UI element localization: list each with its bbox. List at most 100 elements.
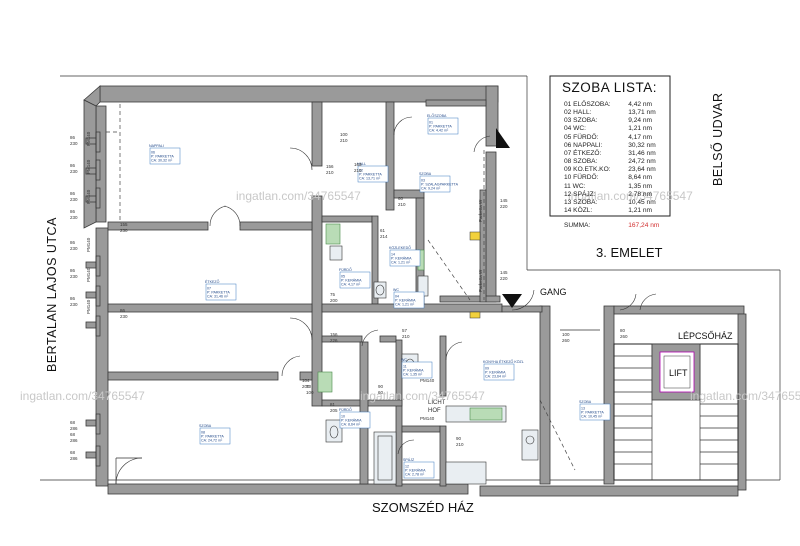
parketta-label-2: Parketta W	[478, 269, 483, 292]
room-label-num: 08	[201, 431, 205, 435]
parketta-label-1: Parketta W	[478, 199, 483, 222]
lift-label: LIFT	[669, 368, 688, 378]
room-label-name: ÉTKEZŐ	[205, 279, 220, 284]
room-list-row: 03 SZOBA:9,24 nm	[556, 117, 666, 125]
room-list-row: 12 SPÁJZ:2,78 nm	[556, 191, 666, 199]
dimension-label: 100	[562, 332, 570, 337]
room-label-floor: P: KERÁMIA	[395, 299, 416, 303]
room-label-name: KONYHA ÉTKEZŐ KÖZL	[483, 359, 524, 364]
dimension-label: 86	[70, 209, 76, 214]
dimension-label: 205	[330, 408, 338, 413]
room-label-num: 10	[341, 415, 345, 419]
dimension-label: 260	[562, 338, 570, 343]
dimension-label: 61	[380, 228, 386, 233]
dimension-label: 68	[70, 450, 76, 455]
dimension-label: 230	[70, 215, 78, 220]
room-list-row: 02 HALL:13,71 nm	[556, 109, 666, 117]
pm-label: PM140	[86, 299, 91, 314]
room-list-name: 09 KO.ETK.KO:	[564, 166, 611, 174]
room-label-floor: P: SZALAGPARKETTA	[421, 183, 459, 187]
room-label-num: 05	[341, 275, 345, 279]
watermark: ingatlan.com/34765547	[20, 389, 145, 403]
room-label-floor: P: PARKETTA	[151, 155, 174, 159]
gang-label: GANG	[540, 287, 567, 297]
room-label-frame	[339, 411, 371, 429]
pm-label: PM140	[86, 267, 91, 282]
dimension-label: 86	[70, 240, 76, 245]
dimension-label: 81	[330, 402, 336, 407]
dimension-label: 230	[120, 314, 128, 319]
pm-label: PM140	[420, 416, 435, 421]
room-list-row: 04 WC:1,21 nm	[556, 125, 666, 133]
room-label-area: CA: 1,21 m²	[391, 261, 411, 265]
site-outline	[40, 75, 781, 481]
dimension-label: 230	[70, 169, 78, 174]
room-list-area: 4,17 nm	[628, 133, 653, 141]
room-label-num: 09	[485, 367, 489, 371]
room-label-name: KÖZLEKEDŐ	[389, 245, 411, 250]
dimension-label: 286	[70, 438, 78, 443]
room-list-title: SZOBA LISTA:	[562, 80, 658, 95]
room-label-area: CA: 30,32 m²	[151, 159, 173, 163]
room-label-area: CA: 10,45 m²	[581, 415, 603, 419]
section-markers	[496, 128, 522, 308]
room-label-floor: P: KERÁMIA	[391, 257, 412, 261]
room-label-floor: P: KERÁMIA	[341, 419, 362, 423]
room-label-frame	[339, 271, 371, 289]
room-list-name: 04 WC:	[564, 125, 586, 133]
room-list-area: 30,32 nm	[628, 141, 656, 149]
dimension-label: 230	[70, 197, 78, 202]
room-list-row: 14 KÖZL:1,21 nm	[556, 207, 666, 215]
room-label-name: SZOBA	[579, 400, 592, 404]
dimension-label: 86	[70, 296, 76, 301]
room-list-name: 05 FÜRDŐ:	[564, 133, 599, 141]
room-label-name: NAPPALI	[149, 144, 164, 148]
dimension-label: 57	[402, 328, 408, 333]
dimension-label: 86	[70, 268, 76, 273]
dimension-label: 60	[398, 196, 404, 201]
room-label-num: 06	[151, 151, 155, 155]
room-label-num: 13	[581, 407, 585, 411]
dimension-label: 86	[70, 191, 76, 196]
room-label-frame	[357, 165, 389, 183]
room-list-area: 23,64 nm	[628, 166, 656, 174]
dimension-label: 220	[500, 276, 508, 281]
dimension-label: 286	[70, 426, 78, 431]
room-label-frame	[483, 363, 515, 381]
room-label-floor: P: PARKETTA	[581, 411, 604, 415]
room-list-row: 05 FÜRDŐ: 4,17 nm	[556, 134, 666, 142]
room-list-sum: SUMMA: 167,24 nm	[556, 222, 666, 229]
room-label-name: ELŐSZOBA	[427, 113, 447, 118]
room-label-floor: P: KERÁMIA	[341, 279, 362, 283]
room-label-area: CA: 2,78 m²	[405, 473, 425, 477]
dimension-label: 145	[500, 270, 508, 275]
room-list-row: 11 WC:1,35 nm	[556, 183, 666, 191]
fixtures	[317, 223, 539, 485]
room-label-frame	[427, 117, 459, 135]
room-list-row: 08 SZOBA:24,72 nm	[556, 158, 666, 166]
dimension-label: 156	[326, 164, 334, 169]
room-label-frame	[393, 291, 425, 309]
room-label-area: CA: 23,64 m²	[485, 375, 507, 379]
room-label-floor: P: KERÁMIA	[403, 369, 424, 373]
room-label-frame	[579, 403, 611, 421]
room-list-row: 09 KO.ETK.KO: 23,64 nm	[556, 166, 666, 174]
room-label-floor: P: PARKETTA	[429, 125, 452, 129]
windows	[95, 104, 121, 467]
room-label-frame	[205, 283, 237, 301]
room-list-row: 01 ELŐSZOBA:4,42 nm	[556, 101, 666, 109]
dimension-label: 68	[70, 432, 76, 437]
